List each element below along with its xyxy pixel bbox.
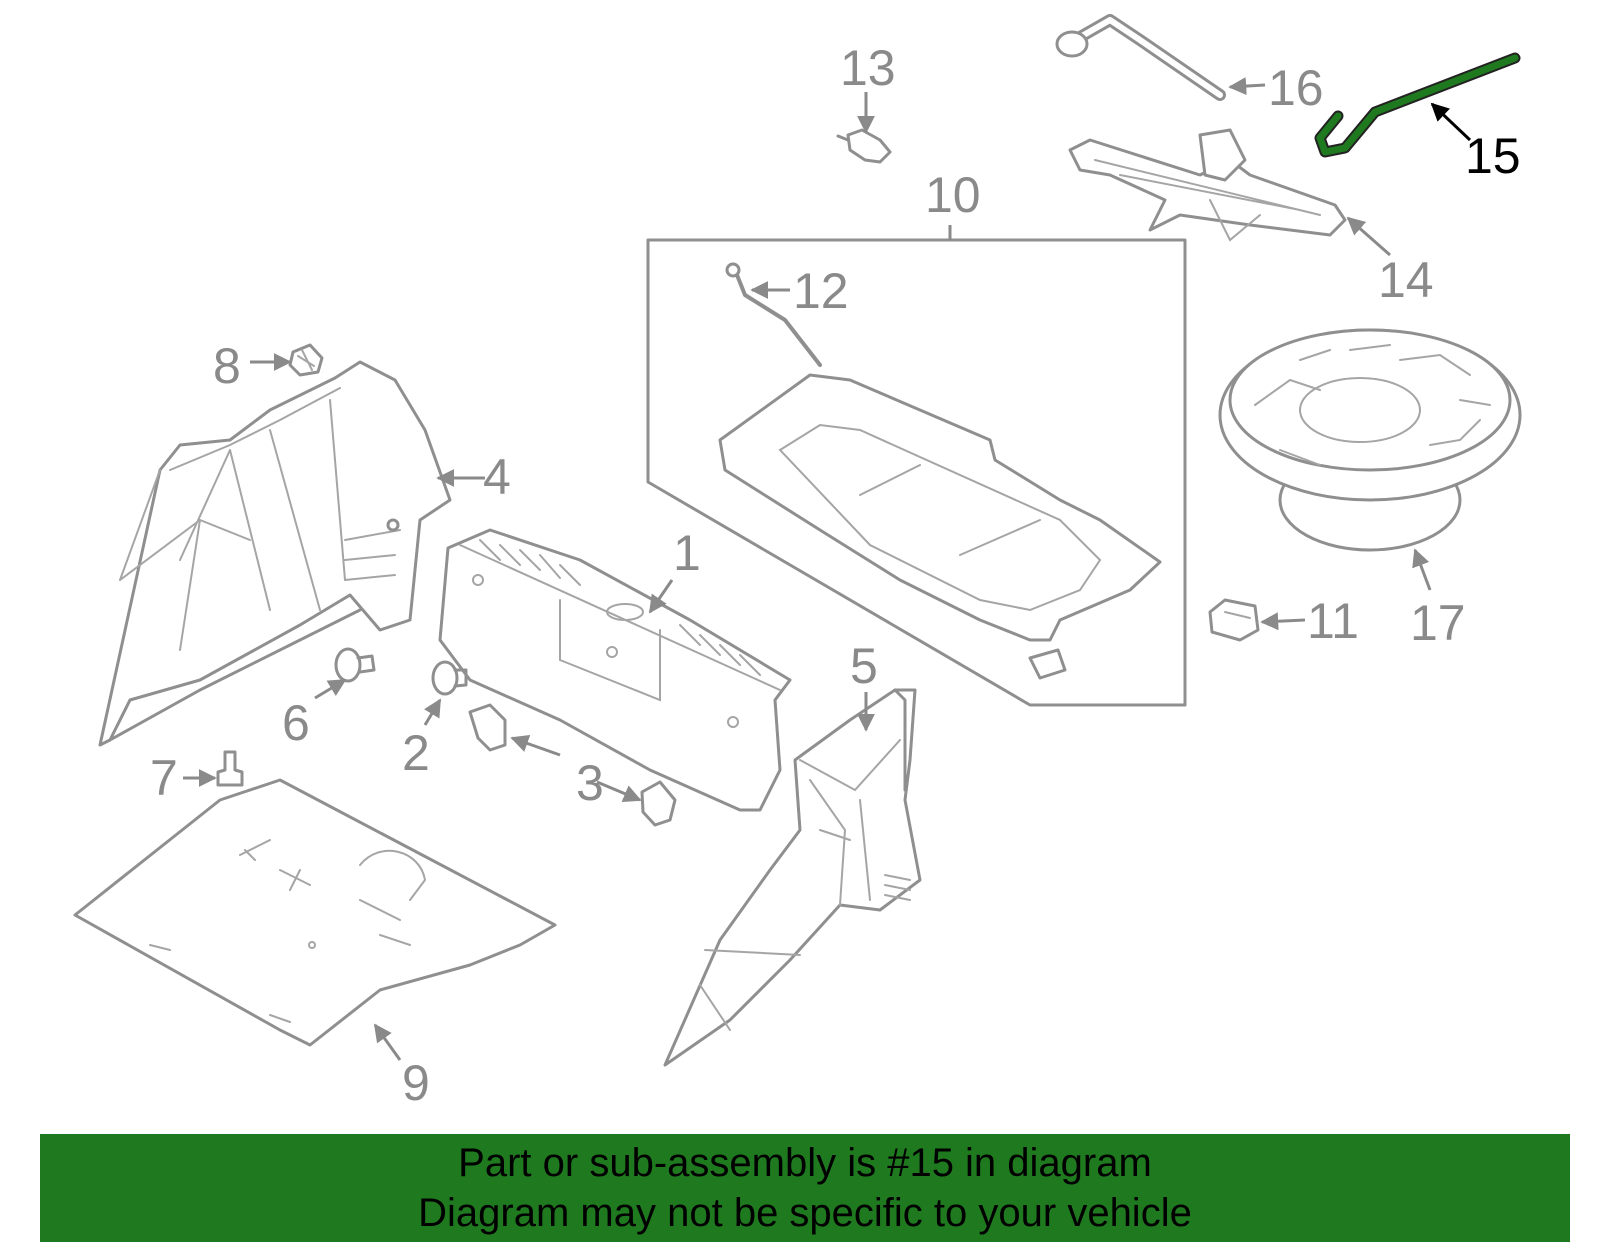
leader-3a [596,780,642,803]
callout-8: 8 [213,338,241,394]
leader-14 [1346,216,1391,257]
part-10-package-tray [718,373,1162,680]
part-11-bracket [1208,598,1260,642]
part-5-right-quarter-trim [663,688,922,1067]
part-9-floor-mat [73,778,557,1047]
callout-11: 11 [1307,593,1359,649]
callout-3: 3 [576,755,604,811]
callout-5: 5 [850,638,878,694]
callout-4: 4 [483,449,511,505]
part-2-push-pin [431,660,468,696]
part-15-jack-handle [1314,52,1521,158]
leader-6 [314,678,347,700]
leader-3b [510,734,561,757]
callout-12: 12 [793,263,849,319]
part-3-clip-upper [468,703,507,752]
leader-11 [1260,612,1306,631]
callout-14: 14 [1378,252,1434,308]
leader-17 [1412,548,1432,591]
leader-15 [1430,102,1472,142]
callout-labels: 1 2 3 4 5 6 7 8 9 10 11 12 13 14 15 16 1… [150,40,1521,1111]
part-6-push-pin [334,647,376,683]
banner-line-part: Part or sub-assembly is #15 in diagram [458,1141,1152,1185]
info-banner: Part or sub-assembly is #15 in diagram D… [40,1134,1570,1242]
part-3-clip-lower [640,780,677,827]
callout-6: 6 [282,695,310,751]
callout-2: 2 [402,725,430,781]
callout-10: 10 [925,167,981,223]
parts-diagram: 1 2 3 4 5 6 7 8 9 10 11 12 13 14 15 16 1… [73,14,1522,1111]
part-14-scissor-jack [1068,128,1347,242]
part-12-cable [725,262,822,367]
callout-13: 13 [840,40,896,96]
banner-line-disclaimer: Diagram may not be specific to your vehi… [418,1191,1192,1235]
part-7-bolt [216,750,244,787]
callout-17: 17 [1410,595,1466,651]
callout-1: 1 [673,525,701,581]
leader-1 [648,579,674,614]
leader-lines [183,77,1472,1061]
leader-16 [1228,77,1266,96]
part-17-spare-tray [1218,328,1522,552]
part-13-clip [836,128,892,164]
group-10-box [646,225,1187,707]
part-16-wrench [1055,14,1226,101]
callout-9: 9 [402,1055,430,1111]
part-1-rear-sill-trim [438,528,792,812]
part-4-left-quarter-trim [98,360,452,747]
callout-16: 16 [1268,60,1324,116]
callout-15: 15 [1465,128,1521,184]
part-8-clip [288,343,324,377]
leader-2 [423,698,442,726]
callout-7: 7 [150,750,178,806]
leader-9 [373,1023,402,1061]
